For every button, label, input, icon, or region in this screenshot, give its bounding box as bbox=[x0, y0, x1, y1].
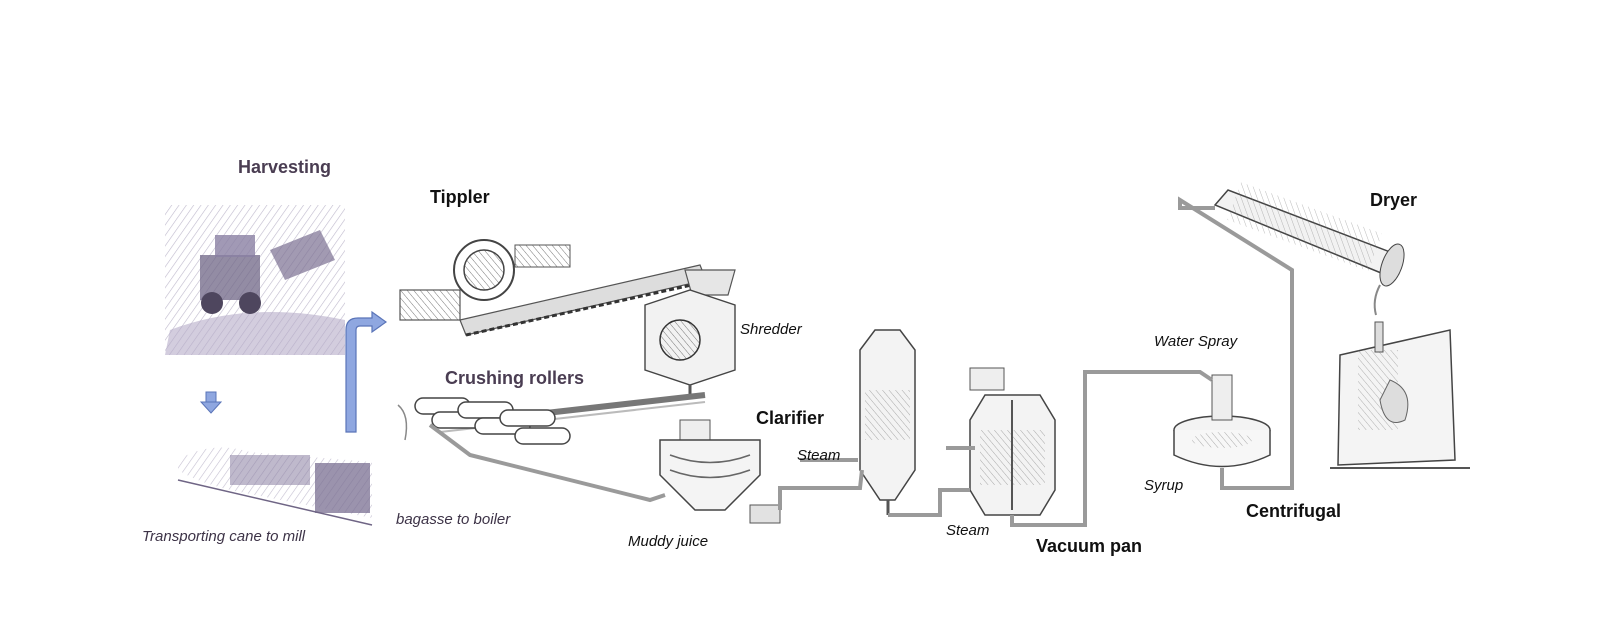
label-muddy-juice: Muddy juice bbox=[628, 533, 709, 550]
label-harvesting: Harvesting bbox=[238, 157, 332, 177]
label-dryer: Dryer bbox=[1370, 190, 1418, 210]
label-syrup: Syrup bbox=[1144, 477, 1184, 494]
label-tippler: Tippler bbox=[430, 187, 490, 207]
label-crushing-rollers: Crushing rollers bbox=[445, 368, 585, 388]
tippler-sketch bbox=[399, 239, 707, 337]
label-clarifier: Clarifier bbox=[756, 408, 825, 428]
label-shredder: Shredder bbox=[740, 321, 802, 338]
label-steam-2: Steam bbox=[946, 522, 990, 539]
crushing-rollers-sketch bbox=[397, 392, 706, 445]
label-transporting: Transporting cane to mill bbox=[142, 528, 306, 545]
label-steam-1: Steam bbox=[797, 447, 841, 464]
harvesting-sketch bbox=[165, 205, 345, 355]
shredder-sketch bbox=[644, 269, 736, 398]
up-right-arrow-icon bbox=[345, 310, 388, 433]
evaporator-sketch bbox=[859, 329, 916, 515]
centrifugal-sketch bbox=[1173, 374, 1271, 468]
dryer-sketch bbox=[1213, 182, 1405, 316]
train-sketch bbox=[177, 447, 373, 526]
vacuum-pan-sketch bbox=[969, 367, 1056, 516]
pipes bbox=[428, 196, 1294, 527]
down-arrow-icon bbox=[199, 391, 223, 414]
label-water-spray: Water Spray bbox=[1154, 333, 1238, 350]
label-centrifugal: Centrifugal bbox=[1246, 501, 1342, 521]
storage-bin-sketch bbox=[1330, 321, 1470, 469]
label-vacuum-pan: Vacuum pan bbox=[1036, 536, 1143, 556]
clarifier-sketch bbox=[659, 419, 781, 524]
label-bagasse: bagasse to boiler bbox=[396, 511, 511, 528]
